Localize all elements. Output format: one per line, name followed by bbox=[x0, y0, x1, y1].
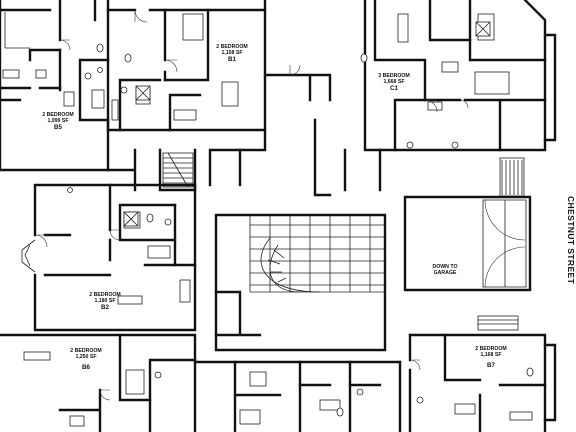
bottom-units-fixtures bbox=[239, 371, 364, 425]
street-label: CHESTNUT STREET bbox=[566, 196, 576, 285]
unit-b1-label: 2 BEDROOM 1,158 SF B1 bbox=[216, 44, 247, 63]
stair-icon bbox=[499, 157, 525, 197]
unit-c1-type: 3 BEDROOM bbox=[378, 73, 410, 79]
unit-b2-type: 2 BEDROOM bbox=[89, 292, 121, 298]
unit-b1-type: 2 BEDROOM bbox=[216, 44, 248, 50]
unit-b7-type: 2 BEDROOM bbox=[475, 346, 507, 352]
door-swing-icon bbox=[34, 9, 469, 401]
garage-label: DOWN TO GARAGE bbox=[433, 264, 458, 276]
unit-b7-walls bbox=[408, 333, 557, 432]
unit-b2-walls bbox=[33, 183, 197, 332]
unit-b6-fixtures bbox=[23, 351, 162, 427]
spiral-stair-icon bbox=[260, 237, 321, 293]
courtyard bbox=[214, 213, 387, 352]
unit-b5-type: 2 BEDROOM bbox=[42, 112, 74, 118]
toilet-icon bbox=[96, 43, 534, 417]
unit-b7-label: 2 BEDROOM 1,168 SF B7 bbox=[475, 346, 506, 369]
bay-window bbox=[21, 239, 36, 273]
unit-b1-area: 1,158 SF bbox=[221, 50, 243, 57]
unit-c1-walls bbox=[363, 0, 557, 152]
unit-b1-id: B1 bbox=[228, 56, 236, 64]
unit-b5-label: 2 BEDROOM 1,099 SF B5 bbox=[42, 112, 73, 131]
unit-b5-walls bbox=[0, 0, 110, 172]
unit-b5-area: 1,099 SF bbox=[47, 118, 69, 125]
unit-b7-fixtures bbox=[416, 315, 533, 421]
unit-b7-id: B7 bbox=[487, 362, 495, 370]
unit-b2-label: 2 BEDROOM 1,180 SF B2 bbox=[89, 292, 120, 311]
unit-b7-area: 1,168 SF bbox=[480, 352, 502, 359]
bottom-units-walls bbox=[193, 360, 402, 432]
unit-b1-walls bbox=[106, 0, 267, 132]
unit-b6-walls bbox=[0, 333, 197, 432]
unit-c1-id: C1 bbox=[390, 85, 398, 93]
garage-label-line-2: GARAGE bbox=[433, 270, 457, 277]
stair-icon bbox=[162, 152, 194, 188]
unit-b5-fixtures bbox=[2, 67, 105, 109]
corridor-walls bbox=[106, 73, 382, 197]
garage-ramp bbox=[403, 195, 532, 292]
unit-c1-fixtures bbox=[397, 13, 510, 149]
shower-icon bbox=[123, 21, 491, 227]
garage-label-line-1: DOWN TO bbox=[432, 264, 458, 270]
unit-c1-label: 3 BEDROOM 1,668 SF C1 bbox=[378, 73, 409, 92]
unit-b6-type: 2 BEDROOM bbox=[70, 348, 102, 354]
unit-b2-area: 1,180 SF bbox=[94, 298, 116, 305]
unit-c1-area: 1,668 SF bbox=[383, 79, 405, 86]
courtyard-inner-walls bbox=[214, 290, 262, 337]
unit-b6-label: 2 BEDROOM 1,250 SF B6 bbox=[70, 348, 101, 371]
unit-b1-fixtures bbox=[111, 13, 239, 121]
unit-b5-id: B5 bbox=[54, 124, 62, 132]
unit-b6-id: B6 bbox=[82, 364, 90, 372]
unit-b2-id: B2 bbox=[101, 304, 109, 312]
unit-b6-area: 1,250 SF bbox=[75, 354, 97, 361]
